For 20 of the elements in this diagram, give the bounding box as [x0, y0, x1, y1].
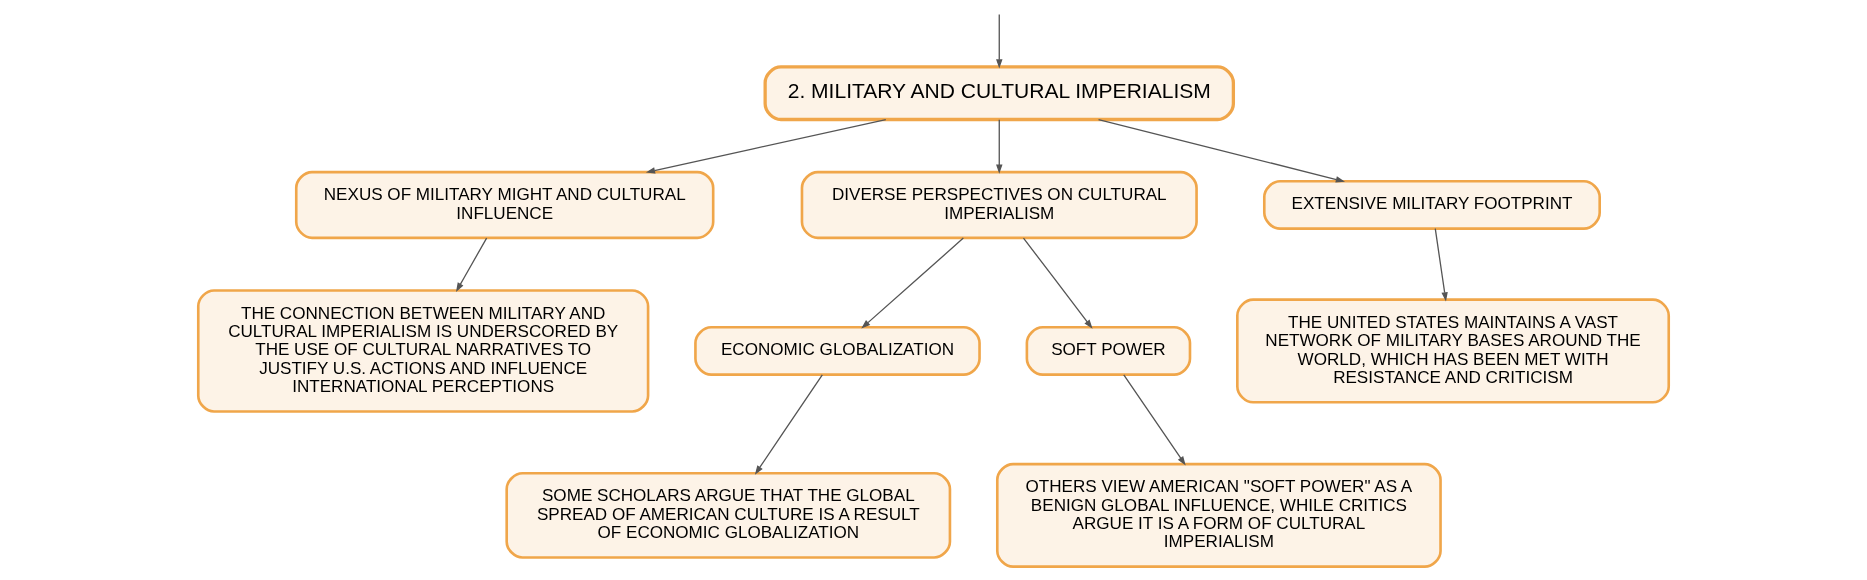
arrow	[1434, 228, 1448, 302]
arrow	[754, 374, 823, 475]
arrow	[1123, 374, 1186, 466]
node-box: THE CONNECTION BETWEEN MILITARY AND CULTURAL IMPERIALISM IS UNDERSCORED BY THE USE OF CULTURAL NARRATIVES TO JUSTIFY U.S. ACTIONS AND INFLUENCE INTERNATIONAL PERCEPTIONS	[196, 289, 650, 413]
node-box: OTHERS VIEW AMERICAN "SOFT POWER" AS A BENIGN GLOBAL INFLUENCE, WHILE CRITICS ARGUE IT IS A FORM OF CULTURAL IMPERIALISM	[995, 462, 1442, 568]
node-box: THE UNITED STATES MAINTAINS A VAST NETWORK OF MILITARY BASES AROUND THE WORLD, WHICH HAS BEEN MET WITH RESISTANCE AND CRITICISM	[1236, 298, 1671, 404]
node-box: NEXUS OF MILITARY MIGHT AND CULTURAL INFLUENCE	[294, 170, 715, 240]
node-box: DIVERSE PERSPECTIVES ON CULTURAL IMPERIALISM	[800, 170, 1198, 240]
node-box: ECONOMIC GLOBALIZATION	[694, 326, 981, 376]
arrow	[996, 119, 1003, 174]
arrow	[456, 237, 488, 292]
arrow	[645, 118, 887, 174]
node-box: SOME SCHOLARS ARGUE THAT THE GLOBAL SPREAD OF AMERICAN CULTURE IS A RESULT OF ECONOMIC GLOBALIZATION	[505, 472, 952, 559]
arrow	[1022, 237, 1093, 329]
arrow	[996, 13, 1003, 69]
node-box: 2. MILITARY AND CULTURAL IMPERIALISM	[763, 65, 1236, 122]
node-box: EXTENSIVE MILITARY FOOTPRINT	[1262, 180, 1601, 230]
arrow	[1097, 118, 1346, 183]
arrow	[861, 237, 964, 329]
node-box: SOFT POWER	[1025, 326, 1192, 376]
